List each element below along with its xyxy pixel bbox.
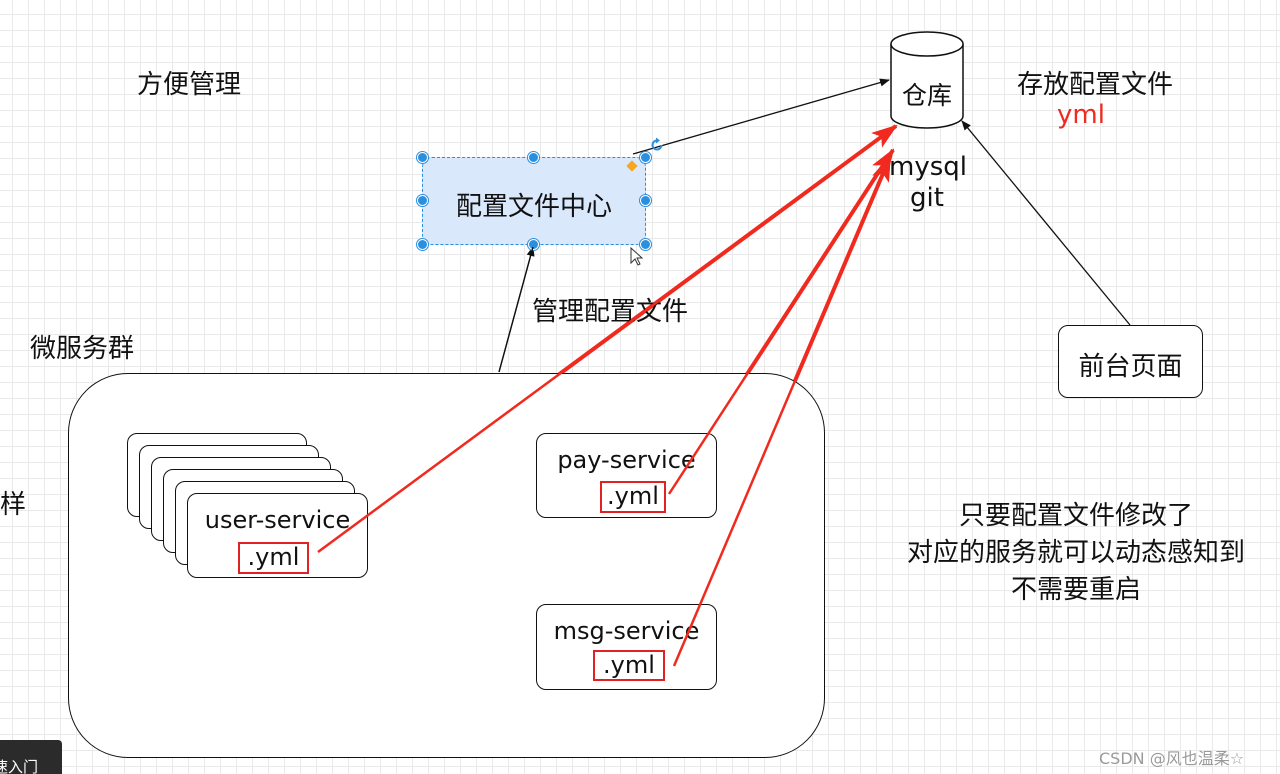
pay-service-label: pay-service: [557, 446, 696, 474]
yml-red-label: yml: [1057, 100, 1105, 130]
resize-handle-e[interactable]: [640, 195, 651, 206]
note-line-1: 只要配置文件修改了: [958, 501, 1193, 531]
msg-service-yml: .yml: [593, 650, 665, 681]
note-line-3: 不需要重启: [1010, 575, 1141, 605]
resize-handle-ne[interactable]: [640, 152, 651, 163]
resize-handle-sw[interactable]: [417, 239, 428, 250]
frontend-page-label: 前台页面: [1078, 352, 1183, 382]
csdn-watermark: CSDN @风也温柔☆: [1099, 749, 1245, 768]
msg-service-node[interactable]: msg-service .yml: [536, 604, 717, 690]
backend-mysql: mysql: [889, 152, 967, 182]
quick-start-tab[interactable]: 速入门: [0, 740, 62, 774]
dynamic-refresh-note: 只要配置文件修改了 对应的服务就可以动态感知到 不需要重启: [896, 498, 1256, 609]
resize-handle-w[interactable]: [417, 195, 428, 206]
arrow-config-to-repo: [632, 78, 890, 155]
microservices-label: 微服务群: [30, 334, 135, 364]
store-config-label: 存放配置文件: [1017, 70, 1174, 100]
arrow-cluster-to-config: [498, 246, 535, 373]
arrow-frontend-to-repo: [961, 120, 1131, 326]
manage-config-label: 管理配置文件: [532, 297, 689, 327]
msg-service-label: msg-service: [553, 617, 700, 645]
config-center-label: 配置文件中心: [455, 192, 612, 222]
user-service-label: user-service: [204, 506, 351, 534]
partial-left-label: 样: [0, 490, 27, 520]
frontend-page-node[interactable]: 前台页面: [1058, 325, 1203, 398]
resize-handle-nw[interactable]: [417, 152, 428, 163]
convenient-management-label: 方便管理: [137, 70, 242, 100]
config-center-node[interactable]: 配置文件中心: [422, 157, 646, 245]
note-line-2: 对应的服务就可以动态感知到: [906, 538, 1245, 568]
repository-label: 仓库: [901, 81, 952, 110]
pay-service-yml: .yml: [600, 481, 666, 513]
resize-handle-n[interactable]: [528, 152, 539, 163]
pay-service-node[interactable]: pay-service .yml: [536, 433, 717, 518]
rotate-icon[interactable]: [649, 137, 665, 153]
mouse-cursor-icon: [630, 247, 644, 266]
database-cylinder-icon: [890, 31, 964, 129]
microservice-cluster[interactable]: [68, 373, 825, 758]
user-service-node[interactable]: user-service .yml: [187, 493, 368, 578]
repository-backends: mysql git: [889, 152, 967, 214]
resize-handle-s[interactable]: [528, 239, 539, 250]
backend-git: git: [910, 183, 944, 213]
quick-start-label: 速入门: [0, 758, 39, 774]
repository-node[interactable]: 仓库: [889, 30, 965, 130]
user-service-yml: .yml: [238, 542, 309, 574]
